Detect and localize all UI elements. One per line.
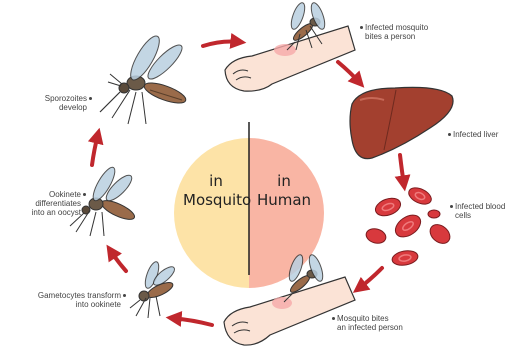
arrow-1: [203, 42, 240, 47]
bullet-icon: [360, 26, 363, 29]
step-label-5: Gametocytes transform into ookinete: [6, 291, 128, 309]
bullet-icon: [332, 317, 335, 320]
center-left-line1: in: [183, 172, 249, 191]
liver-illustration: [350, 87, 453, 158]
arrow-4: [358, 268, 382, 289]
step-label-7: Sporozoites develop: [20, 94, 94, 112]
step-label-2: Infected liver: [446, 130, 498, 139]
arrow-7: [92, 134, 98, 165]
bullet-icon: [448, 133, 451, 136]
mosquito-half: [174, 138, 249, 288]
top-arm-bite: [225, 1, 355, 91]
bullet-icon: [450, 205, 453, 208]
arrow-5: [172, 318, 212, 325]
bullet-icon: [123, 294, 126, 297]
step-label-3: Infected blood cells: [448, 202, 505, 220]
center-left-label: in Mosquito: [183, 172, 249, 210]
step-label-4: Mosquito bites an infected person: [330, 314, 403, 332]
step-label-6: Ookinete differentiates into an oocyst: [6, 190, 88, 217]
bullet-icon: [83, 193, 86, 196]
arrow-6: [110, 250, 126, 271]
center-right-line2: Human: [254, 191, 314, 210]
mosquito-small: [130, 260, 177, 318]
arrow-2: [338, 62, 360, 83]
step-label-1: Infected mosquito bites a person: [358, 23, 428, 41]
center-right-label: in Human: [254, 172, 314, 210]
mosquito-large: [100, 32, 188, 124]
arrow-3: [400, 155, 404, 185]
bullet-icon: [89, 97, 92, 100]
center-right-line1: in: [254, 172, 314, 191]
center-left-line2: Mosquito: [183, 191, 249, 210]
